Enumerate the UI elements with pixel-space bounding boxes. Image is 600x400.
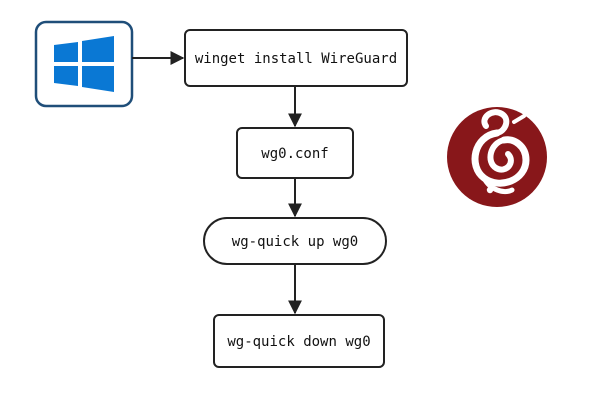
wireguard-logo-icon	[447, 107, 547, 207]
edges	[132, 51, 302, 315]
node-install: winget install WireGuard	[184, 29, 408, 87]
node-conf-label: wg0.conf	[261, 146, 328, 162]
node-up: wg-quick up wg0	[203, 217, 387, 265]
node-down-label: wg-quick down wg0	[227, 334, 370, 350]
node-down: wg-quick down wg0	[213, 314, 385, 368]
windows-logo-icon	[34, 20, 134, 108]
node-install-label: winget install WireGuard	[195, 51, 397, 67]
node-conf: wg0.conf	[236, 127, 354, 179]
node-up-label: wg-quick up wg0	[232, 234, 358, 250]
